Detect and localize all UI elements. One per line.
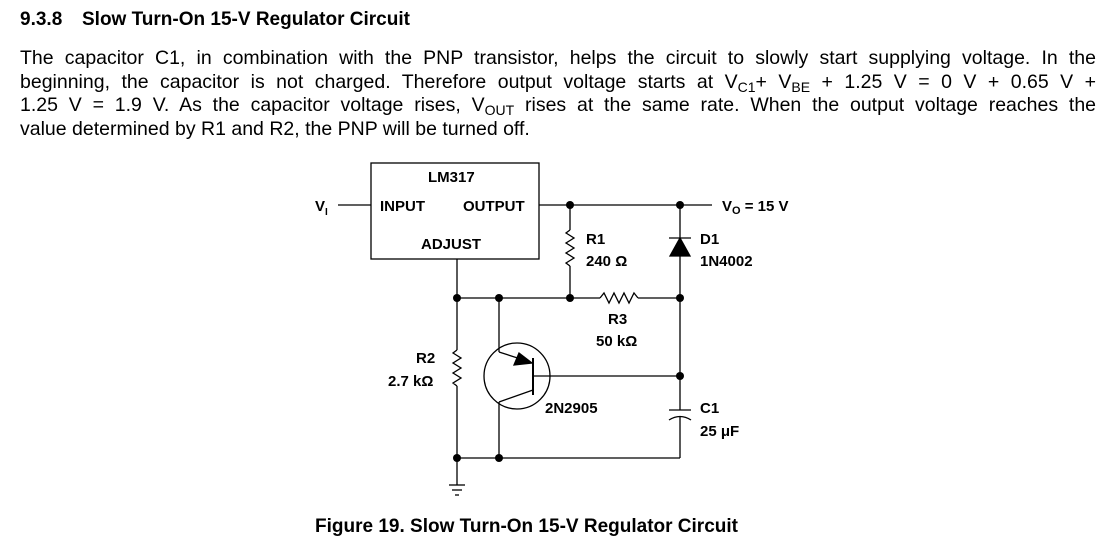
q1-part: 2N2905 [545, 400, 598, 417]
paragraph-text: beginning, the capacitor is not charged.… [20, 70, 738, 93]
paragraph-text: + 1.25 V = 0 V + 0.65 V + [810, 70, 1096, 93]
vout-sub: O [732, 205, 741, 217]
adjust-pin-label: ADJUST [421, 236, 481, 253]
vout-rest: = 15 V [741, 198, 789, 215]
paragraph-line-4: value determined by R1 and R2, the PNP w… [20, 117, 530, 140]
paragraph-line-3: 1.25 V = 1.9 V. As the capacitor voltage… [20, 94, 1096, 118]
paragraph-text: 1.25 V = 1.9 V. As the capacitor voltage… [20, 94, 485, 116]
input-pin-label: INPUT [380, 198, 425, 215]
r1-name: R1 [586, 231, 605, 248]
r3-value: 50 kΩ [596, 333, 637, 350]
junction-dot [453, 454, 461, 462]
r1-resistor [564, 229, 576, 267]
junction-dot [676, 294, 684, 302]
d1-diode [668, 236, 692, 257]
junction-dot [676, 372, 684, 380]
subscript: OUT [484, 102, 515, 118]
r3-resistor [599, 291, 639, 305]
d1-name: D1 [700, 231, 719, 248]
paragraph-text: rises at the same rate. When the output … [514, 94, 1097, 116]
c1-value: 25 μF [700, 423, 739, 440]
section-title: Slow Turn-On 15-V Regulator Circuit [82, 9, 410, 30]
body-paragraph: The capacitor C1, in combination with th… [20, 47, 1096, 141]
paragraph-line-2: beginning, the capacitor is not charged.… [20, 71, 1096, 95]
d1-part: 1N4002 [700, 253, 753, 270]
junction-dot [566, 201, 574, 209]
lm317-label: LM317 [428, 169, 475, 186]
vin-sub: I [325, 207, 328, 218]
subscript: BE [791, 78, 811, 95]
junction-dot [453, 294, 461, 302]
vin-label: VI [315, 198, 328, 218]
junction-dot [495, 454, 503, 462]
r2-resistor [451, 349, 463, 387]
output-pin-label: OUTPUT [463, 198, 525, 215]
r1-value: 240 Ω [586, 253, 627, 270]
paragraph-text: + V [755, 70, 792, 93]
vout-label: VO = 15 V [722, 198, 789, 217]
junction-dot [495, 294, 503, 302]
r2-name: R2 [416, 350, 435, 367]
vin-main: V [315, 198, 325, 215]
paragraph-line-1: The capacitor C1, in combination with th… [20, 47, 1096, 69]
junction-dot [566, 294, 574, 302]
section-heading: 9.3.8 Slow Turn-On 15-V Regulator Circuit [20, 9, 410, 31]
r2-value: 2.7 kΩ [388, 373, 433, 390]
figure-caption: Figure 19. Slow Turn-On 15-V Regulator C… [315, 516, 738, 537]
lm317-regulator-block [370, 162, 540, 260]
section-number: 9.3.8 [20, 9, 63, 30]
r3-name: R3 [608, 311, 627, 328]
subscript: C1 [737, 78, 756, 95]
c1-name: C1 [700, 400, 719, 417]
vout-main: V [722, 198, 732, 215]
junction-dot [676, 201, 684, 209]
